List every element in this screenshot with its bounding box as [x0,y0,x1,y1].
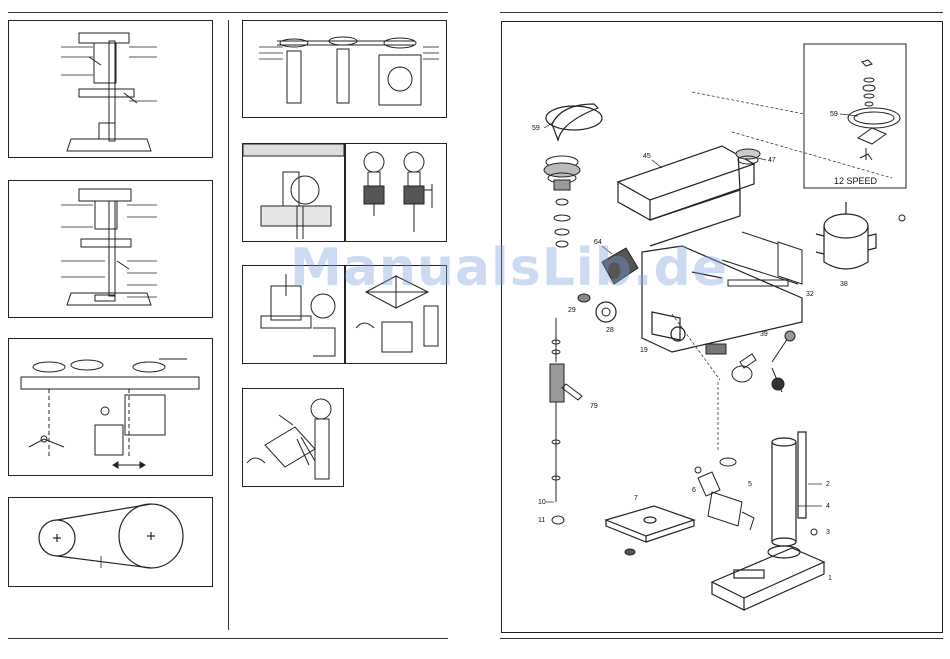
figure-drill-press-front [8,20,213,158]
svg-text:4: 4 [826,503,830,510]
svg-text:64: 64 [594,239,602,246]
top-rule-right [500,12,943,13]
figure-vise [242,265,345,364]
svg-text:5: 5 [748,481,752,488]
bottom-rule-left [8,638,448,639]
svg-text:7: 7 [634,495,638,502]
svg-text:6: 6 [692,487,696,494]
figure-chuck-key [345,143,447,242]
svg-text:47: 47 [768,157,776,164]
column-divider [228,20,229,630]
svg-text:45: 45 [643,153,651,160]
figure-chuck-photo [242,143,345,242]
exploded-parts-diagram: 59 12 SPEED 59 45 [501,21,943,633]
inset-label: 12 SPEED [834,176,878,186]
bottom-rule-right [500,638,943,639]
svg-text:3: 3 [826,529,830,536]
figure-pulley-alignment [242,20,447,118]
svg-text:1: 1 [828,575,832,582]
figure-pulley-belt [8,497,213,587]
top-rule-left [8,12,448,13]
svg-text:39: 39 [760,331,768,338]
figure-table-adjust [345,265,447,364]
svg-text:38: 38 [840,281,848,288]
svg-text:10: 10 [538,499,546,506]
figure-head-belt-assembly [8,338,213,476]
svg-text:59: 59 [830,111,838,118]
svg-text:28: 28 [606,327,614,334]
svg-text:11: 11 [538,517,545,524]
svg-text:79: 79 [590,403,598,410]
figure-table-tilt [242,388,344,487]
figure-drill-press-labeled [8,180,213,318]
svg-text:59: 59 [532,125,540,132]
svg-text:2: 2 [826,481,830,488]
svg-text:29: 29 [568,307,576,314]
svg-text:32: 32 [806,291,814,298]
svg-text:19: 19 [640,347,648,354]
